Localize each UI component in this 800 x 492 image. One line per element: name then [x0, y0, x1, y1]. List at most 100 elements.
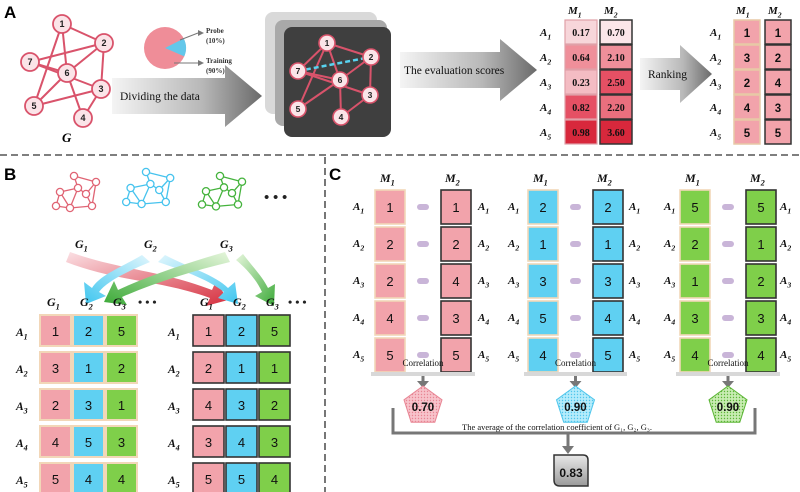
correlation-arrow-head — [569, 381, 582, 388]
group-value-m1: 2 — [691, 237, 698, 252]
pair-connector — [570, 278, 581, 284]
rank-value: 4 — [238, 435, 245, 450]
graph-edge — [29, 42, 105, 63]
group-value-m2: 2 — [757, 274, 764, 289]
correlation-arrow-head — [722, 381, 734, 388]
group-row-label-right: A2 — [477, 238, 489, 252]
group-value-m1: 4 — [539, 348, 546, 363]
panel-label-a: A — [4, 3, 16, 22]
graph-node — [20, 52, 40, 72]
group-cell-m1 — [527, 300, 559, 336]
group-row-label-left: A5 — [507, 349, 519, 363]
rank-cell — [225, 425, 258, 458]
graph-node-label: 1 — [325, 38, 330, 48]
group-cell-m2 — [592, 226, 624, 262]
group-row-label-left: A5 — [352, 349, 364, 363]
group-row-label-left: A1 — [663, 201, 675, 215]
group-row-label-right: A5 — [628, 349, 640, 363]
rank-value: 1 — [52, 324, 59, 339]
group-cell-m2 — [745, 226, 777, 262]
mini-graph-node — [219, 183, 229, 192]
mini-graph-node — [91, 177, 101, 187]
graph-node — [289, 62, 307, 80]
graph-node-label: 2 — [101, 38, 106, 48]
table-col-header: G1 — [47, 295, 60, 312]
rank-cell-m2 — [764, 19, 792, 45]
group-cell-m2 — [440, 189, 472, 225]
rank-cell — [72, 388, 105, 421]
rank-cell — [39, 314, 72, 347]
score-row-label: A5 — [539, 127, 551, 141]
group-col-header-m1: M1 — [684, 171, 700, 188]
graph-node-label: 1 — [59, 19, 64, 29]
group-cell-m1 — [374, 263, 406, 299]
training-percent: (90%) — [206, 67, 225, 75]
sampled-graphs — [51, 167, 247, 213]
group-value-m2: 1 — [452, 200, 459, 215]
table-row-label: A2 — [167, 364, 180, 378]
pair-connector — [570, 241, 581, 247]
table-col-header: G3 — [266, 295, 279, 312]
graph-node — [361, 86, 379, 104]
rank-cell — [105, 351, 138, 384]
rank-value: 4 — [205, 398, 212, 413]
group-cell-m2 — [745, 300, 777, 336]
graph-node — [362, 48, 380, 66]
rank-cell — [39, 425, 72, 458]
rank-value-m2: 5 — [775, 128, 782, 140]
score-cell-m1 — [564, 69, 598, 95]
mini-graph-node — [201, 186, 211, 196]
group-cell-m2 — [440, 337, 472, 373]
panel-label-b: B — [4, 165, 16, 184]
graph-node-label: 5 — [31, 101, 36, 111]
training-pointer-head — [198, 60, 204, 66]
group-row-label-left: A3 — [663, 275, 675, 289]
rank-row-label: A2 — [709, 52, 721, 66]
graph-node — [52, 14, 72, 34]
group-row-label-left: A3 — [507, 275, 519, 289]
table-col-header: G1 — [200, 295, 213, 312]
mini-graph-node — [69, 171, 79, 181]
score-cell-m1 — [564, 119, 598, 145]
group-value-m2: 1 — [757, 237, 764, 252]
group-value-m2: 3 — [452, 311, 459, 326]
pair-connector — [417, 204, 429, 210]
score-cell-m2 — [599, 19, 633, 45]
rank-value: 1 — [205, 324, 212, 339]
group-cell-m2 — [745, 189, 777, 225]
mini-graph-node — [146, 179, 155, 189]
average-value: 0.83 — [559, 466, 583, 480]
group-row-label-left: A5 — [663, 349, 675, 363]
group-row-label-right: A2 — [779, 238, 791, 252]
correlation-pentagon — [708, 385, 748, 423]
group-cell-m2 — [592, 337, 624, 373]
group-value-m2: 2 — [452, 237, 459, 252]
score-value-m2: 0.70 — [607, 28, 625, 39]
group-value-m1: 1 — [539, 237, 546, 252]
mini-graph-node — [126, 183, 135, 193]
rank-row-label: A3 — [709, 77, 721, 91]
rank-cell-m1 — [733, 119, 761, 145]
group-row-label-right: A1 — [477, 201, 489, 215]
pair-connector — [417, 241, 429, 247]
graph-node — [332, 108, 350, 126]
graph-g-label: G — [62, 130, 72, 145]
score-value-m1: 0.98 — [572, 128, 590, 139]
probe-percent: (10%) — [206, 37, 225, 45]
correlation-pentagon — [403, 385, 443, 423]
group-value-m1: 2 — [539, 200, 546, 215]
graph-node-label: 5 — [296, 104, 301, 114]
score-cell-m2 — [599, 119, 633, 145]
group-row-label-right: A2 — [628, 238, 640, 252]
rank-value: 3 — [52, 361, 59, 376]
score-cell-m1 — [564, 94, 598, 120]
train-probe-pie: Probe (10%) Training (90%) — [144, 27, 232, 75]
rank-value: 2 — [205, 361, 212, 376]
group-value-m1: 5 — [386, 348, 393, 363]
graph-edge — [33, 23, 63, 107]
graphs-ellipsis: • • • — [264, 190, 287, 206]
